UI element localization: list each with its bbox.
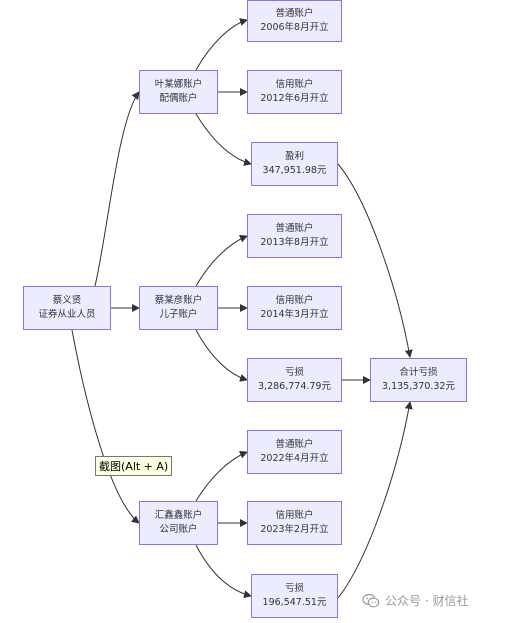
node-ye-normal-line2: 2006年8月开立	[260, 22, 329, 33]
node-cai-normal-line1: 普通账户	[275, 223, 314, 234]
node-hui-normal-line2: 2022年4月开立	[260, 453, 329, 464]
watermark: 公众号 · 财信社	[362, 592, 468, 609]
watermark-text: 公众号 · 财信社	[385, 594, 469, 608]
node-cai-credit: 信用账户 2014年3月开立	[247, 286, 342, 330]
node-total-loss: 合计亏损 3,135,370.32元	[370, 358, 467, 402]
node-root: 蔡义贤 证券从业人员	[23, 286, 111, 330]
edge-hui-normal	[195, 451, 248, 502]
node-cai-credit-line1: 信用账户	[275, 295, 314, 306]
node-hui-loss: 亏损 196,547.51元	[251, 574, 338, 618]
node-ye-normal-line1: 普通账户	[275, 8, 314, 19]
node-ye-line1: 叶某娜账户	[154, 79, 203, 90]
edge-hui-loss	[195, 544, 252, 599]
node-cai-line1: 蔡某彦账户	[154, 295, 203, 306]
node-hui-line1: 汇鑫鑫账户	[154, 510, 203, 521]
edge-profit-total	[337, 163, 413, 358]
node-cai-loss: 亏损 3,286,774.79元	[247, 358, 342, 402]
node-hui-credit-line2: 2023年2月开立	[260, 524, 329, 535]
node-root-line1: 蔡义贤	[52, 295, 82, 306]
node-cai-account: 蔡某彦账户 儿子账户	[139, 286, 218, 330]
node-cai-loss-line1: 亏损	[284, 367, 304, 378]
node-hui-credit-line1: 信用账户	[275, 510, 314, 521]
node-hui-loss-line2: 196,547.51元	[262, 597, 327, 608]
node-ye-profit: 盈利 347,951.98元	[251, 142, 338, 186]
node-cai-normal: 普通账户 2013年8月开立	[247, 214, 342, 258]
edge-ye-profit	[195, 113, 252, 166]
edge-cai-loss	[195, 329, 248, 382]
node-hui-normal: 普通账户 2022年4月开立	[247, 430, 342, 474]
node-ye-credit-line1: 信用账户	[275, 79, 314, 90]
edge-huiloss-total	[337, 401, 413, 599]
edge-cai-normal	[195, 235, 248, 287]
node-cai-credit-line2: 2014年3月开立	[260, 309, 329, 320]
node-ye-credit: 信用账户 2012年6月开立	[247, 70, 342, 114]
node-hui-loss-line1: 亏损	[284, 583, 304, 594]
edge-root-ye	[94, 91, 140, 287]
node-total-line2: 3,135,370.32元	[382, 381, 455, 392]
node-hui-line2: 公司账户	[159, 524, 198, 535]
wechat-icon	[362, 593, 380, 607]
node-hui-normal-line1: 普通账户	[275, 439, 314, 450]
edge-root-hui	[71, 329, 140, 524]
node-ye-profit-line2: 347,951.98元	[262, 165, 327, 176]
node-cai-normal-line2: 2013年8月开立	[260, 237, 329, 248]
node-hui-account: 汇鑫鑫账户 公司账户	[139, 501, 218, 545]
node-cai-line2: 儿子账户	[159, 309, 198, 320]
node-total-line1: 合计亏损	[399, 367, 438, 378]
node-hui-credit: 信用账户 2023年2月开立	[247, 501, 342, 545]
node-ye-profit-line1: 盈利	[284, 151, 304, 162]
node-root-line2: 证券从业人员	[38, 309, 96, 320]
node-ye-line2: 配偶账户	[159, 93, 198, 104]
node-cai-loss-line2: 3,286,774.79元	[258, 381, 331, 392]
screenshot-tooltip: 截图(Alt + A)	[95, 456, 173, 476]
node-ye-credit-line2: 2012年6月开立	[260, 93, 329, 104]
node-ye-normal: 普通账户 2006年8月开立	[247, 0, 342, 42]
node-ye-account: 叶某娜账户 配偶账户	[139, 70, 218, 114]
edge-ye-normal	[195, 18, 248, 71]
